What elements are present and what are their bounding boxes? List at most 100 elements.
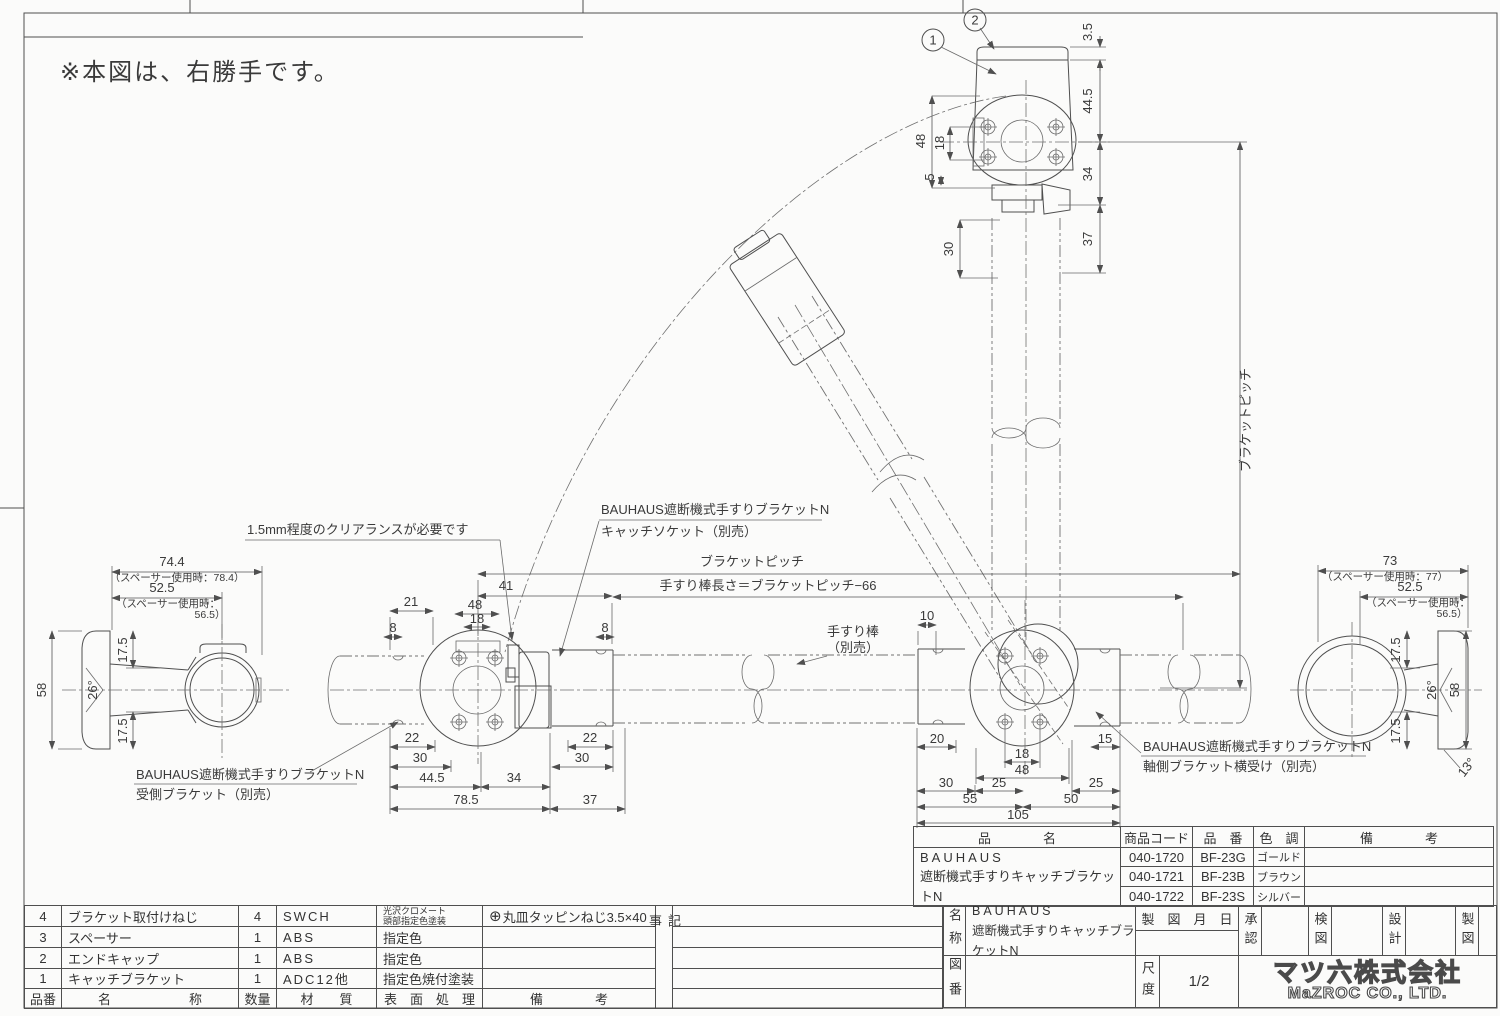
screw-head-icon: ⊕ bbox=[489, 908, 502, 925]
title-design-sign bbox=[1405, 905, 1456, 956]
company-name-en: MaZROC CO., LTD. bbox=[1287, 985, 1448, 1003]
product-number: BF-23B bbox=[1192, 866, 1254, 887]
company-logo: マツ六株式会社 MaZROC CO., LTD. bbox=[1238, 955, 1497, 1008]
parts-row-remarks: ⊕ 丸皿タッピンねじ3.5×40 bbox=[482, 905, 656, 927]
product-remarks bbox=[1304, 886, 1494, 907]
parts-notes-label: 記事 bbox=[647, 905, 681, 1009]
dim-lf-22l: 22 bbox=[405, 730, 419, 745]
dim-ls-17b: 17.5 bbox=[115, 718, 130, 743]
parts-header-finish: 表 面 処 理 bbox=[376, 988, 483, 1009]
title-draft-sign bbox=[1478, 905, 1497, 956]
dim-ls-angle: 26° bbox=[85, 680, 100, 700]
label-catch-socket-2: キャッチソケット（別売） bbox=[601, 524, 757, 539]
label-receiver-2: 受側ブラケット（別売） bbox=[136, 787, 279, 802]
dim-rf-20: 20 bbox=[930, 731, 944, 746]
parts-row-material: SWCH bbox=[276, 905, 377, 927]
balloon-1: 1 bbox=[929, 33, 936, 48]
parts-header-qty: 数量 bbox=[238, 988, 277, 1009]
parts-row-qty: 1 bbox=[238, 968, 277, 989]
title-date-value bbox=[1135, 930, 1239, 956]
parts-row-finish: 指定色 bbox=[376, 947, 483, 969]
label-pitch: ブラケットピッチ bbox=[700, 554, 804, 569]
product-remarks bbox=[1304, 866, 1494, 887]
dim-rf-48: 48 bbox=[1015, 762, 1029, 777]
parts-notes-area bbox=[672, 905, 943, 1009]
top-view-raised-bracket: 3.5 44.5 34 37 48 18 5 30 1 2 bbox=[913, 8, 1110, 640]
parts-header-no: 品番 bbox=[24, 988, 62, 1009]
label-rail-length: 手すり棒長さ＝ブラケットピッチ−66 bbox=[659, 578, 876, 593]
parts-row-name: キャッチブラケット bbox=[61, 968, 239, 989]
parts-header-name: 名 称 bbox=[61, 988, 239, 1009]
parts-header-remarks: 備 考 bbox=[482, 988, 656, 1009]
dim-rf-10: 10 bbox=[920, 608, 934, 623]
dim-lf-30l: 30 bbox=[413, 750, 427, 765]
parts-row-finish: 光沢クロメート 頭部指定色塗装 bbox=[376, 905, 483, 927]
dim-lf-34: 34 bbox=[507, 770, 521, 785]
leader-labels: 1.5mm程度のクリアランスが必要です BAUHAUS遮断機式手すりブラケットN… bbox=[134, 502, 1371, 802]
title-drawing-no-label: 図番 bbox=[943, 955, 966, 1008]
label-handrail-2: （別売） bbox=[827, 640, 879, 655]
dim-rs-angle: 26° bbox=[1424, 680, 1439, 700]
dim-top-body: 44.5 bbox=[1080, 88, 1095, 113]
product-name: BAUHAUS 遮断機式手すりキャッチブラケットN bbox=[913, 847, 1121, 907]
title-approval-sign bbox=[1261, 905, 1309, 956]
dim-rs-17b: 17.5 bbox=[1388, 718, 1403, 743]
parts-row-no: 3 bbox=[24, 926, 62, 948]
parts-row-remarks bbox=[482, 926, 656, 948]
dim-lf-44-5: 44.5 bbox=[419, 770, 444, 785]
parts-row-no: 4 bbox=[24, 905, 62, 927]
dim-rf-30: 30 bbox=[939, 775, 953, 790]
product-code: 040-1721 bbox=[1120, 866, 1193, 887]
dim-ls-sub-spacer2: 56.5） bbox=[195, 609, 226, 621]
left-side-view: 74.4 （スペーサー使用時：78.4） 52.5 （スペーサー使用時： 56.… bbox=[34, 554, 292, 758]
dim-ls-sub-spacer1: （スペーサー使用時： bbox=[116, 597, 220, 610]
product-code: 040-1722 bbox=[1120, 886, 1193, 907]
dim-lf-37: 37 bbox=[583, 792, 597, 807]
dim-rf-55: 55 bbox=[963, 791, 977, 806]
label-handrail-1: 手すり棒 bbox=[827, 624, 879, 639]
dim-top-48: 48 bbox=[913, 134, 928, 148]
dim-rs-sub: 52.5 bbox=[1397, 579, 1422, 594]
title-draft-label: 製図 bbox=[1455, 905, 1479, 956]
dim-rs-17t: 17.5 bbox=[1388, 637, 1403, 662]
dim-rs-tilt: 13° bbox=[1454, 755, 1478, 780]
dim-top-5: 5 bbox=[922, 173, 937, 180]
title-approval-label: 承認 bbox=[1238, 905, 1262, 956]
label-axle-2: 軸側ブラケット横受け（別売） bbox=[1143, 759, 1325, 774]
dim-rs-sub-spacer1: （スペーサー使用時： bbox=[1366, 596, 1470, 609]
dim-ls-sub: 52.5 bbox=[149, 580, 174, 595]
balloon-2: 2 bbox=[971, 13, 978, 28]
label-clearance: 1.5mm程度のクリアランスが必要です bbox=[247, 522, 468, 537]
dim-lf-30r: 30 bbox=[575, 750, 589, 765]
title-drawing-no-value bbox=[965, 955, 1136, 1008]
dim-top-pipe: 37 bbox=[1080, 232, 1095, 246]
product-header-name: 品 名 bbox=[913, 826, 1121, 848]
dim-lf-8r: 8 bbox=[601, 620, 608, 635]
hand-orientation-note: ※本図は、右勝手です。 bbox=[60, 59, 340, 86]
right-front-view: 10 20 15 18 48 30 25 25 55 50 105 bbox=[916, 600, 1252, 828]
title-check-sign bbox=[1331, 905, 1383, 956]
parts-row-material: ADC12他 bbox=[276, 968, 377, 989]
dim-lf-8l: 8 bbox=[389, 620, 396, 635]
diagonal-arm bbox=[729, 229, 1035, 686]
product-number: BF-23G bbox=[1192, 847, 1254, 867]
dim-rf-18: 18 bbox=[1015, 746, 1029, 761]
parts-row-qty: 1 bbox=[238, 926, 277, 948]
product-code: 040-1720 bbox=[1120, 847, 1193, 867]
dim-rf-15: 15 bbox=[1098, 731, 1112, 746]
product-number: BF-23S bbox=[1192, 886, 1254, 907]
pitch-dimensions: ブラケットピッチ 手すり棒長さ＝ブラケットピッチ−66 ブラケットピッチ bbox=[477, 141, 1253, 689]
parts-header-material: 材 質 bbox=[276, 988, 377, 1009]
product-remarks bbox=[1304, 847, 1494, 867]
product-color: シルバー bbox=[1253, 886, 1305, 907]
company-name-jp: マツ六株式会社 bbox=[1272, 958, 1462, 987]
dim-top-30: 30 bbox=[941, 242, 956, 256]
label-axle-1: BAUHAUS遮断機式手すりブラケットN bbox=[1143, 739, 1371, 754]
parts-row-name: エンドキャップ bbox=[61, 947, 239, 969]
title-scale-value: 1/2 bbox=[1159, 955, 1239, 1008]
title-date-label: 製 図 月 日 bbox=[1135, 905, 1239, 931]
dim-rs-total-spacer: （スペーサー使用時：77） bbox=[1322, 570, 1448, 583]
parts-row-no: 2 bbox=[24, 947, 62, 969]
right-side-view: 73 （スペーサー使用時：77） 52.5 （スペーサー使用時： 56.5） 1… bbox=[1290, 553, 1482, 780]
swing-arc bbox=[504, 95, 1007, 653]
